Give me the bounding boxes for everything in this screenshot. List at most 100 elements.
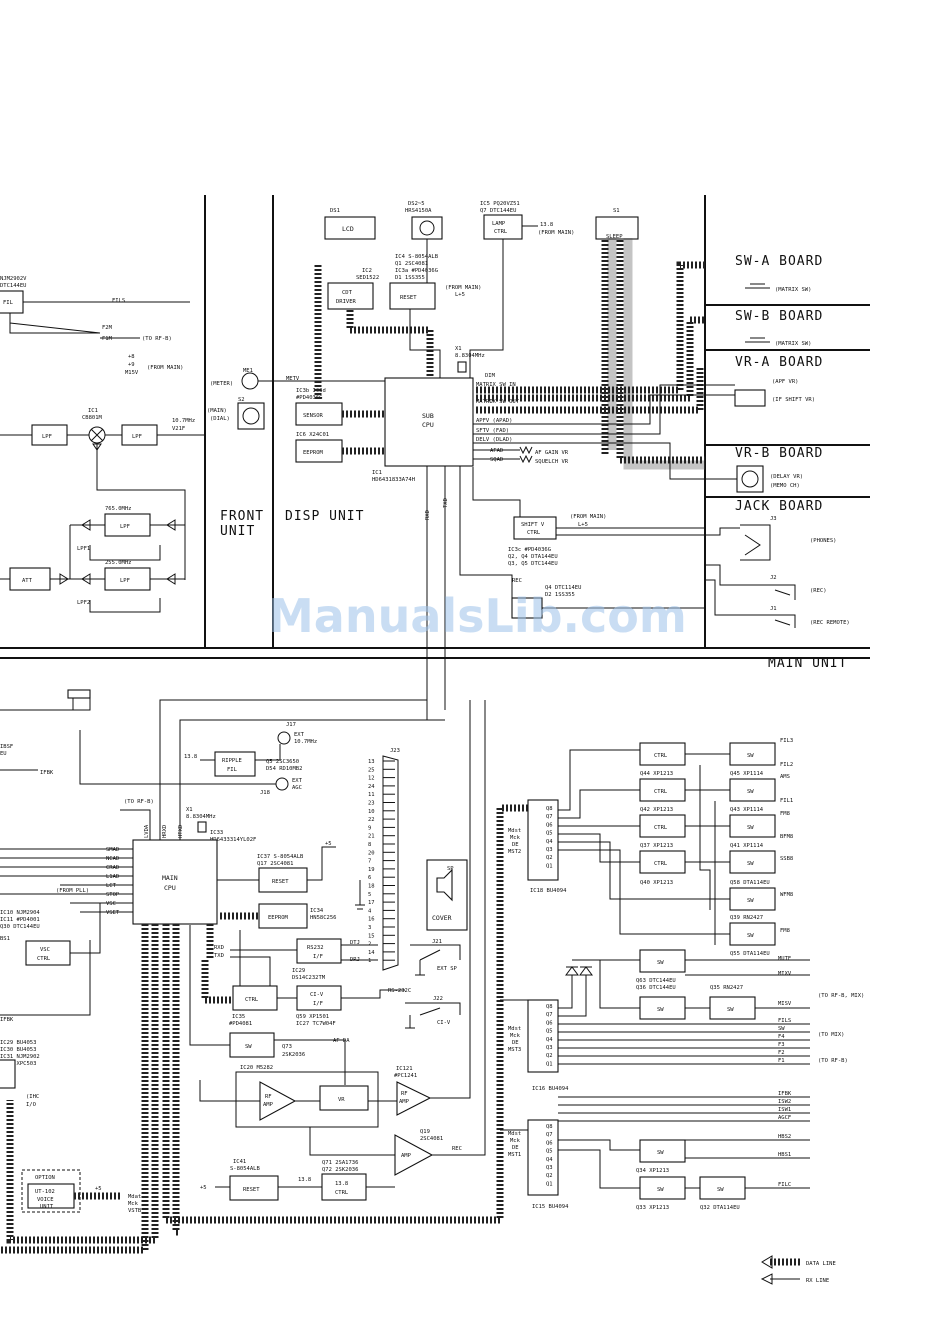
- ext-sp-label: EXT SP: [437, 966, 458, 972]
- ext-agc-label: EXT: [292, 778, 303, 784]
- ic15-output-label: ISW2: [778, 1099, 791, 1105]
- ic27-label: IC27 TC7W04F: [296, 1021, 336, 1027]
- j23-pin: 15: [368, 933, 375, 939]
- disp-reset-label: RESET: [400, 295, 417, 301]
- rf-amp2-label: RF: [401, 1091, 408, 1097]
- ext-107-label: EXT: [294, 732, 305, 738]
- svg-text:AMP: AMP: [263, 1102, 274, 1108]
- freq-if-label: 10.7MHz: [172, 418, 195, 424]
- disp-txd-label: TXD: [443, 498, 449, 508]
- shift-register-pin: Q6: [546, 1020, 553, 1026]
- ic16-output-label: F1: [778, 1058, 785, 1064]
- j23-pin: 23: [368, 801, 375, 807]
- lpf4-label: LPF: [120, 578, 130, 584]
- q59-label: Q59 XP1501: [296, 1014, 329, 1020]
- vr-a-board: VR-A BOARD: [735, 355, 823, 370]
- rec-jack-label: (REC): [810, 588, 827, 594]
- af-gain-label: AF GAIN VR: [535, 450, 569, 456]
- ic18-output-label: FIL3: [780, 738, 793, 744]
- ic37-label: IC37 S-8054ALB: [257, 854, 304, 860]
- svg-text:10.7MHz: 10.7MHz: [294, 739, 317, 745]
- q73-label: Q73: [282, 1044, 292, 1050]
- shift-register-pin: Q2: [546, 1053, 553, 1059]
- svg-text:CTRL: CTRL: [494, 229, 508, 235]
- data-line-label: DATA LINE: [806, 1261, 836, 1267]
- q45-label: Q45 XP1114: [730, 771, 764, 777]
- shift-register-pin: Q3: [546, 847, 553, 853]
- vset-label: VSET: [106, 910, 120, 916]
- memo-ch-label: (MEMO CH): [770, 483, 800, 489]
- svg-text:I/O: I/O: [26, 1102, 36, 1108]
- lpf3-label: LPF: [120, 524, 130, 530]
- main-sw-block: [229, 1032, 275, 1058]
- q17-label: Q17 2SC4081: [257, 861, 293, 867]
- q32-label: Q32 DTA114EU: [700, 1205, 740, 1211]
- hrxd-label: HRXD: [162, 825, 168, 838]
- rec-remote-label: (REC REMOTE): [810, 620, 850, 626]
- ic16-output-label: FILS: [778, 1018, 791, 1024]
- main-unit-label: MAIN UNIT: [768, 656, 847, 671]
- main-cpu-block: [132, 839, 218, 925]
- ic16-output-label: MISV: [778, 1001, 792, 1007]
- ic35-part-label: #PD4081: [229, 1021, 252, 1027]
- m15v-label: M15V: [125, 370, 139, 376]
- j23-pin: 5: [368, 892, 371, 898]
- lamp-ctrl-block: [483, 214, 523, 240]
- svg-text:I/F: I/F: [313, 1001, 323, 1007]
- l45b-label: L+5: [578, 522, 588, 528]
- sw-label-7: SW: [657, 960, 664, 966]
- to-rf-b-mix-label: (TO RF-B, MIX): [818, 993, 864, 999]
- front-unit: NJM2902V DTC144EU FIL FILS F2M F1M (TO R…: [0, 276, 205, 613]
- shift-register-pin: Q6: [546, 1140, 553, 1146]
- lpf1-label: LPF: [42, 434, 52, 440]
- sp-label: SP: [447, 866, 454, 872]
- shift-register-pin: Q7: [546, 814, 553, 820]
- main-v138-label: 13.8: [184, 754, 197, 760]
- s1-label: S1: [613, 208, 620, 214]
- jack-board: JACK BOARD: [735, 499, 823, 514]
- shift-v-label: SHIFT V: [521, 522, 545, 528]
- main-rec-label: REC: [452, 1146, 462, 1152]
- disp-rec-label: REC: [512, 578, 522, 584]
- af-da-label: AF DA: [333, 1038, 350, 1044]
- legend: DATA LINE RX LINE: [760, 1255, 836, 1285]
- ic121-label: IC121: [396, 1066, 413, 1072]
- q3-label: Q3, Q5 DTC144EU: [508, 561, 558, 567]
- ic16-label: IC16 BU4094: [532, 1086, 569, 1092]
- matrix-sw-b-label: (MATRIX SW): [775, 341, 811, 347]
- shift-register-pin: Q3: [546, 1165, 553, 1171]
- ic20-frame: [235, 1071, 379, 1128]
- ic4-label: IC4 S-8054ALB: [395, 254, 439, 260]
- ncad-label: NCAD: [106, 856, 119, 862]
- main-txd-label: TXD: [214, 953, 224, 959]
- shift-register-pin: Q8: [546, 1004, 553, 1010]
- crad-label: CRAD: [106, 865, 119, 871]
- ic18-label: IC18 BU4094: [530, 888, 567, 894]
- ic16-output-label: MIXV: [778, 971, 792, 977]
- svg-text:DE: DE: [512, 1145, 519, 1151]
- disp-reset-block: [389, 282, 436, 310]
- ic18-output-label: BFM8: [780, 834, 793, 840]
- q30-label: Q30 DTC144EU: [0, 924, 40, 930]
- j23-label: J23: [390, 748, 400, 754]
- svg-text:CTRL: CTRL: [335, 1190, 349, 1196]
- shift-register-pin: Q1: [546, 1061, 553, 1067]
- j23-pin: 13: [368, 759, 375, 765]
- front-unit-label: FRONT: [220, 509, 264, 524]
- q58-label: Q58 DTA114EU: [730, 880, 770, 886]
- mck-label: Mck: [128, 1201, 139, 1207]
- fils-label: FILS: [112, 298, 125, 304]
- apf-vr-label: (APF VR): [772, 379, 799, 385]
- svg-text:Mck: Mck: [510, 1138, 521, 1144]
- main-sw-label: SW: [245, 1044, 252, 1050]
- lvda-label: LVDA: [144, 824, 150, 838]
- q5-label: Q5 2SC3650: [266, 759, 299, 765]
- svg-text:AGC: AGC: [292, 785, 302, 791]
- ic18-output-label: FIL2: [780, 762, 793, 768]
- q33-label: Q33 XP1213: [636, 1205, 669, 1211]
- q71-label: Q71 2SA1736: [322, 1160, 358, 1166]
- disp-ic1-part-label: HD6431833A74H: [372, 477, 415, 483]
- svg-text:(DIAL): (DIAL): [210, 416, 230, 422]
- svg-text:Mck: Mck: [510, 1033, 521, 1039]
